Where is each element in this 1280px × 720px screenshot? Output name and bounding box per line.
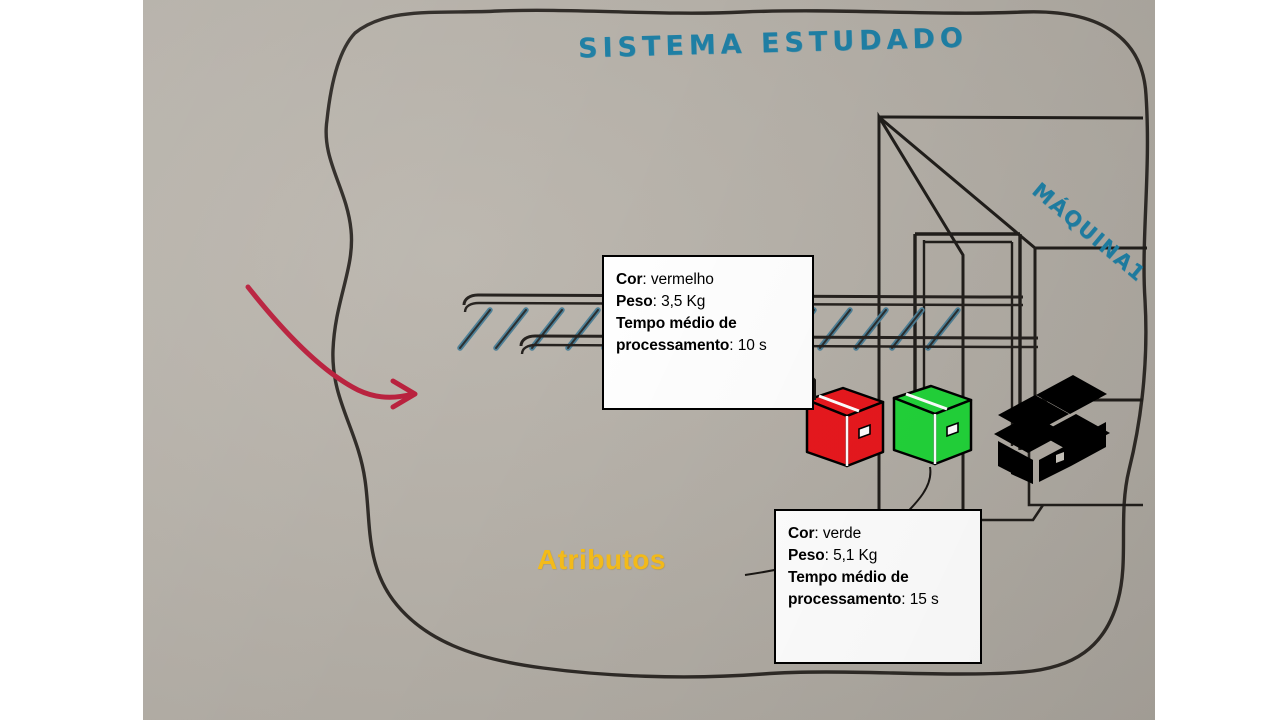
callout-value-cor: : vermelho [642, 271, 714, 288]
callout-label-cor: Cor [616, 271, 643, 288]
conveyor-far-rail-inner [463, 301, 1023, 313]
photographed-paper-sketch: SISTEMA ESTUDADO MÁQUINA1 Atributos Cor:… [143, 0, 1155, 720]
black-box-flap-mid-right [1039, 414, 1110, 453]
green-crate-top-seam [905, 392, 948, 411]
red-crate [805, 386, 885, 468]
callout-row-peso: Peso: 3,5 Kg [616, 291, 802, 313]
callout-label-tempo-2: processamento [788, 591, 902, 608]
callout-label-tempo-1: Tempo médio de [616, 315, 737, 332]
callout-label-tempo-1: Tempo médio de [788, 569, 909, 586]
red-crate-handle-hole [858, 423, 871, 440]
machine-base-lower-edge [963, 504, 1045, 522]
callout-row-tempo-line1: Tempo médio de [616, 313, 802, 335]
red-crate-top-seam [818, 394, 860, 413]
black-box-body-front-left [1011, 450, 1033, 484]
callout-row-cor: Cor: verde [788, 523, 970, 545]
black-box-handle-notch [1056, 452, 1064, 463]
callout-green-crate-attributes: Cor: verde Peso: 5,1 Kg Tempo médio de p… [774, 509, 982, 664]
black-box-flap-mid-left [994, 414, 1065, 453]
callout-row-cor: Cor: vermelho [616, 269, 802, 291]
callout-row-peso: Peso: 5,1 Kg [788, 545, 970, 567]
callout-label-peso: Peso [788, 547, 825, 564]
green-crate [892, 384, 973, 466]
system-boundary-path [324, 8, 1150, 679]
conveyor-near-rail-inner [520, 343, 1038, 355]
callout-value-cor: : verde [814, 525, 862, 542]
conveyor-near-rail [519, 334, 1038, 347]
black-box-flap-top-right [1036, 375, 1107, 414]
callout-label-tempo-2: processamento [616, 337, 730, 354]
callout-row-tempo-line2: processamento: 10 s [616, 335, 802, 357]
callout-row-tempo-line1: Tempo médio de [788, 567, 970, 589]
callout-value-peso: : 5,1 Kg [824, 547, 878, 564]
conveyor-far-rail [462, 293, 1023, 306]
callout-red-crate-attributes: Cor: vermelho Peso: 3,5 Kg Tempo médio d… [602, 255, 814, 410]
machine-top-diagonal [878, 115, 1036, 250]
black-box-body-front-right [1039, 443, 1071, 482]
callout-label-cor: Cor [788, 525, 815, 542]
machine-top-edge [878, 115, 1144, 120]
red-flow-arrow [245, 284, 418, 410]
callout-value-tempo: : 15 s [901, 591, 939, 608]
black-box-body-right [1071, 422, 1106, 466]
callout-value-tempo: : 10 s [729, 337, 767, 354]
red-arrow-head [390, 378, 418, 410]
attributes-label: Atributos [537, 544, 666, 575]
green-crate-handle-hole [946, 421, 959, 438]
black-open-box-icon [994, 375, 1110, 484]
red-arrow-shaft [245, 284, 416, 400]
callout-row-tempo-line2: processamento: 15 s [788, 589, 970, 611]
callout-label-peso: Peso [616, 293, 653, 310]
callout-value-peso: : 3,5 Kg [652, 293, 706, 310]
